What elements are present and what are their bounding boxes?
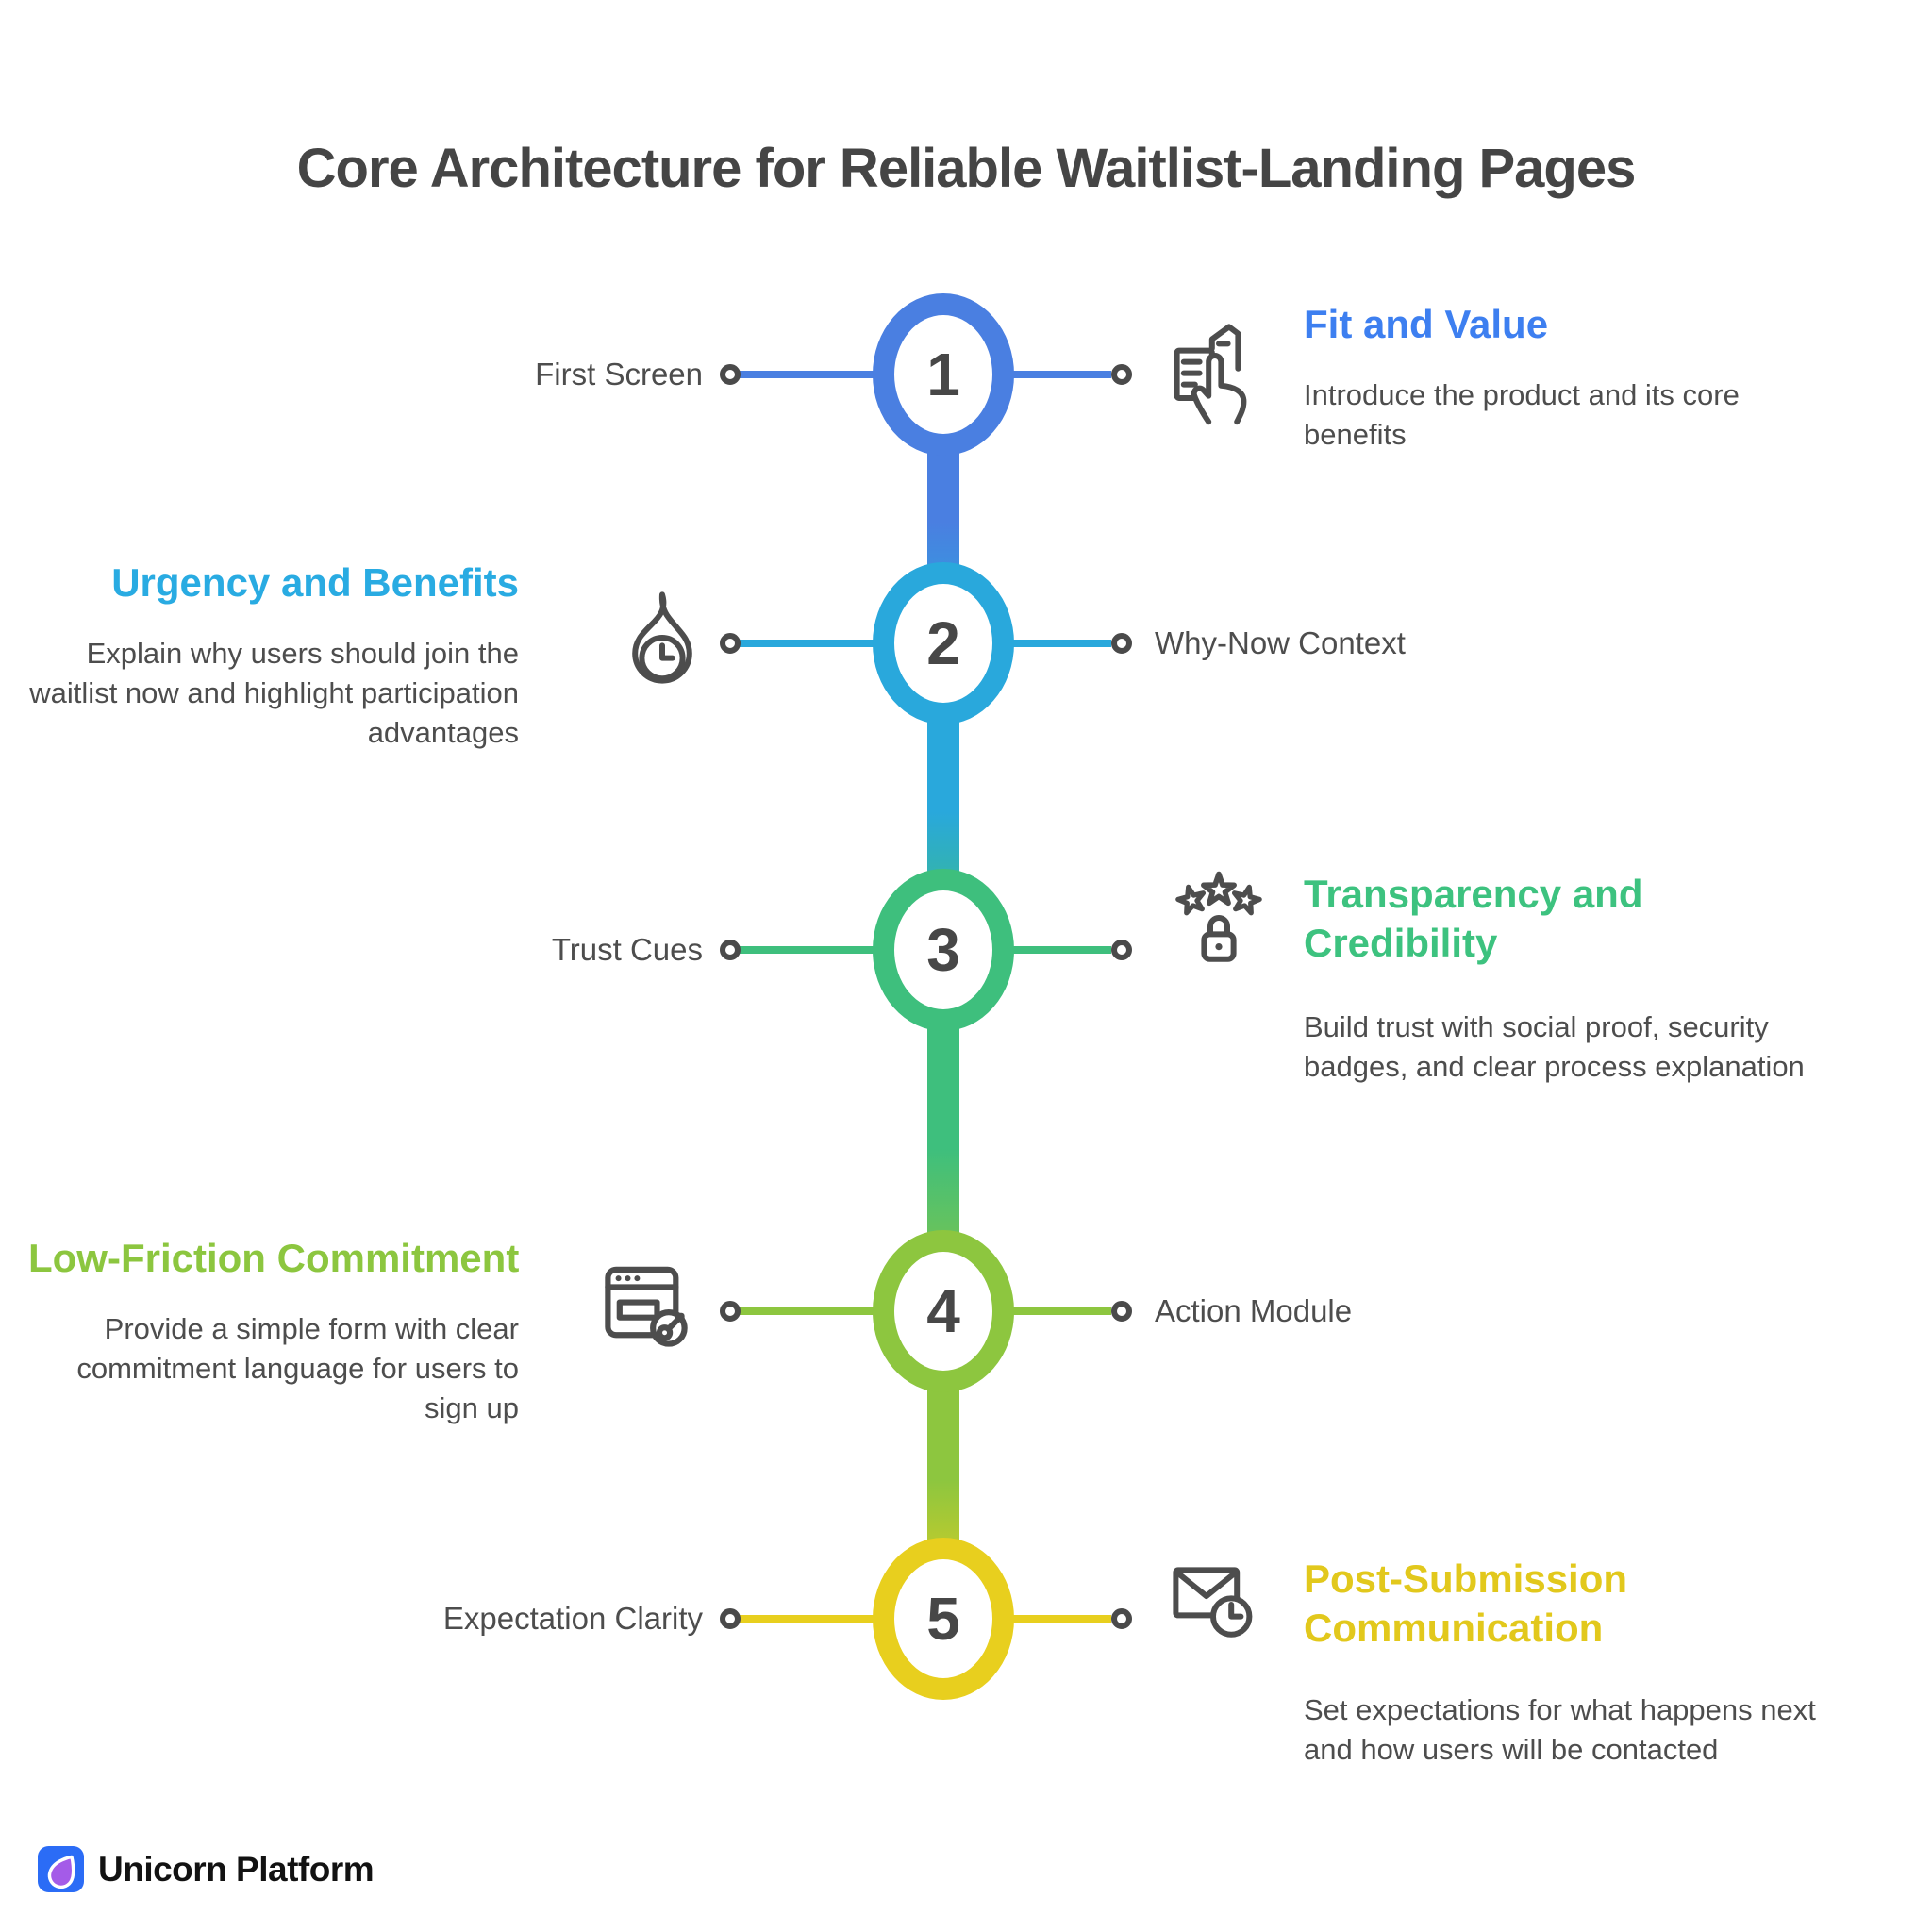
step4-description: Provide a simple form with clear commitm… <box>76 1312 519 1424</box>
brand-name: Unicorn Platform <box>98 1850 375 1889</box>
step5-description: Set expectations for what happens next a… <box>1304 1693 1816 1766</box>
step2-heading: Urgency and Benefits <box>111 560 519 605</box>
step4-left-line <box>739 1307 875 1315</box>
step2-left-line <box>739 640 875 647</box>
step5-node: 5 <box>873 1538 1014 1700</box>
step1-heading: Fit and Value <box>1304 302 1549 346</box>
step2-right-ring <box>1111 633 1132 654</box>
step4-heading: Low-Friction Commitment <box>28 1236 520 1280</box>
step4-number: 4 <box>926 1277 960 1345</box>
step5-left-ring <box>720 1608 741 1629</box>
step3-label: Trust Cues <box>551 932 703 967</box>
form-cursor-icon <box>596 1251 713 1368</box>
step4-label: Action Module <box>1155 1293 1353 1328</box>
step3-left-line <box>739 946 875 954</box>
step4-left-ring <box>720 1301 741 1322</box>
step2-left-ring <box>720 633 741 654</box>
step5-number: 5 <box>926 1585 960 1653</box>
step1-description: Introduce the product and its core benef… <box>1304 378 1740 451</box>
step2-number: 2 <box>926 609 960 677</box>
mail-clock-icon <box>1162 1545 1275 1658</box>
step3-right-line <box>1011 946 1111 954</box>
step1-left-ring <box>720 364 741 385</box>
stars-lock-icon <box>1162 870 1275 983</box>
step3-left-ring <box>720 940 741 960</box>
step4-right-ring <box>1111 1301 1132 1322</box>
step5-right-line <box>1011 1615 1111 1623</box>
step2-node: 2 <box>873 562 1014 724</box>
step2-label: Why-Now Context <box>1155 625 1406 660</box>
step5-label: Expectation Clarity <box>442 1601 703 1636</box>
step1-number: 1 <box>926 341 960 408</box>
step1-right-line <box>1011 371 1111 378</box>
step3-right-ring <box>1111 940 1132 960</box>
step1-node: 1 <box>873 293 1014 456</box>
unicorn-platform-logo-icon <box>38 1846 84 1892</box>
step1-right-ring <box>1111 364 1132 385</box>
step3-node: 3 <box>873 869 1014 1031</box>
step1-label: First Screen <box>535 357 703 391</box>
step5-left-line <box>739 1615 875 1623</box>
step4-node: 4 <box>873 1230 1014 1392</box>
step3-heading: Transparency and Credibility <box>1304 872 1643 965</box>
step5-right-ring <box>1111 1608 1132 1629</box>
step3-description: Build trust with social proof, security … <box>1304 1010 1805 1083</box>
step5-heading: Post-Submission Communication <box>1304 1556 1628 1650</box>
step2-description: Explain why users should join the waitli… <box>29 637 519 749</box>
step2-right-line <box>1011 640 1111 647</box>
step4-right-line <box>1011 1307 1111 1315</box>
urgency-flame-clock-icon <box>606 587 719 700</box>
page-title: Core Architecture for Reliable Waitlist-… <box>296 137 1637 199</box>
form-click-icon <box>1162 319 1275 432</box>
step3-number: 3 <box>926 916 960 984</box>
step1-left-line <box>739 371 875 378</box>
